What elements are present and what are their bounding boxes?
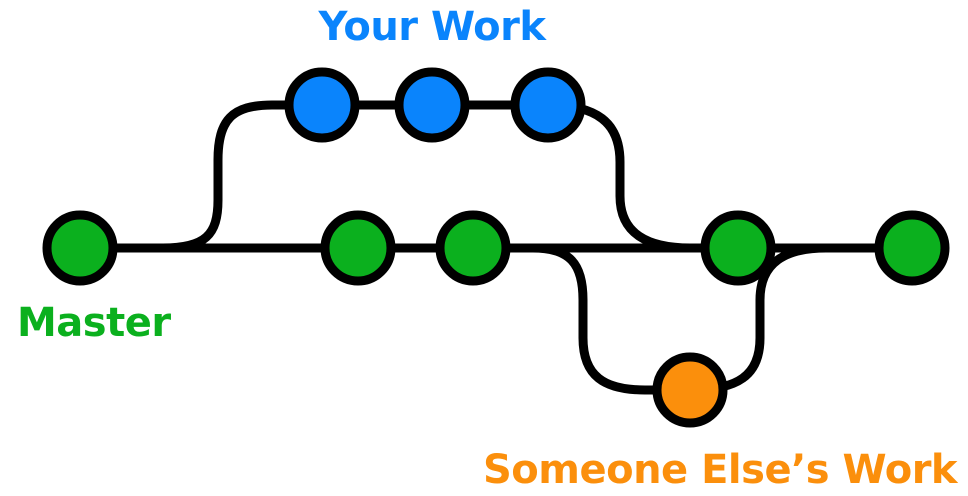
commit-node-master-2[interactable] <box>320 210 396 286</box>
edge-merge-someone-else-to-master <box>685 243 865 395</box>
commit-node-master-1[interactable] <box>42 210 118 286</box>
branch-label-your-work: Your Work <box>318 4 546 50</box>
commit-node-someone-else-1[interactable] <box>652 352 728 428</box>
commit-node-your-work-1[interactable] <box>284 67 360 143</box>
commit-node-master-4-merge[interactable] <box>700 210 776 286</box>
commit-node-master-3[interactable] <box>435 210 511 286</box>
commit-node-your-work-2[interactable] <box>394 67 470 143</box>
edge-branch-to-your-work <box>158 100 327 253</box>
commit-node-your-work-3[interactable] <box>510 67 586 143</box>
commit-node-master-5[interactable] <box>874 210 950 286</box>
branch-label-someone-else: Someone Else’s Work <box>483 447 958 493</box>
node-layer <box>42 67 950 428</box>
edge-merge-your-work-to-master <box>543 100 743 253</box>
edge-branch-to-someone-else <box>528 243 695 395</box>
branch-label-master: Master <box>17 300 171 346</box>
